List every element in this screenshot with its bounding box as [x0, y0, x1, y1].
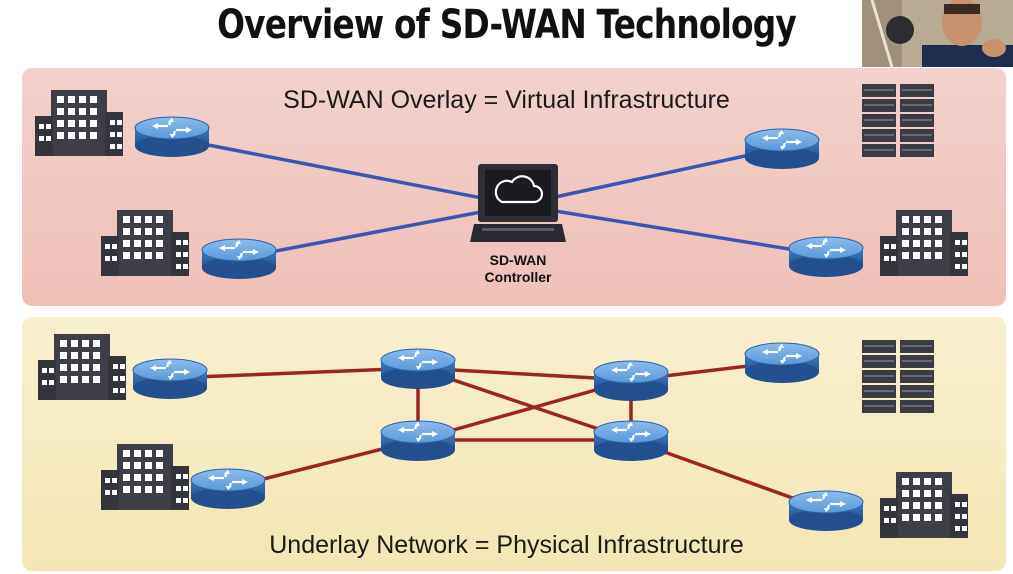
- controller-label: SD-WAN Controller: [456, 252, 580, 286]
- controller-label-line: SD-WAN: [489, 252, 547, 268]
- router-icon: [787, 489, 865, 533]
- router-icon: [379, 419, 457, 463]
- router-icon: [131, 357, 209, 401]
- router-icon: [743, 127, 821, 171]
- office-building-icon: [38, 334, 126, 400]
- router-icon: [787, 235, 865, 279]
- webcam-feed-image: [862, 0, 1013, 67]
- underlay-caption: Underlay Network = Physical Infrastructu…: [269, 531, 744, 559]
- overlay-link: [170, 136, 520, 207]
- overlay-link: [516, 146, 784, 207]
- cloud-controller-icon: [470, 164, 566, 242]
- underlay-link: [168, 366, 420, 380]
- office-building-icon: [101, 210, 189, 276]
- overlay-link: [516, 203, 828, 257]
- underlay-links: [168, 360, 828, 512]
- router-icon: [133, 115, 211, 159]
- router-icon: [743, 341, 821, 385]
- router-icon: [379, 347, 457, 391]
- overlay-link: [237, 203, 520, 260]
- office-building-icon: [880, 210, 968, 276]
- page-title: Overview of SD-WAN Technology: [217, 2, 797, 48]
- router-icon: [592, 359, 670, 403]
- router-icon: [592, 419, 670, 463]
- overlay-links: [170, 136, 828, 260]
- office-building-icon: [101, 444, 189, 510]
- router-icon: [200, 237, 278, 281]
- overlay-caption: SD-WAN Overlay = Virtual Infrastructure: [283, 86, 730, 114]
- controller-label-line: Controller: [484, 269, 552, 285]
- presenter-webcam: [862, 0, 1013, 67]
- router-icon: [189, 467, 267, 511]
- server-rack-icon: [862, 340, 934, 413]
- office-building-icon: [880, 472, 968, 538]
